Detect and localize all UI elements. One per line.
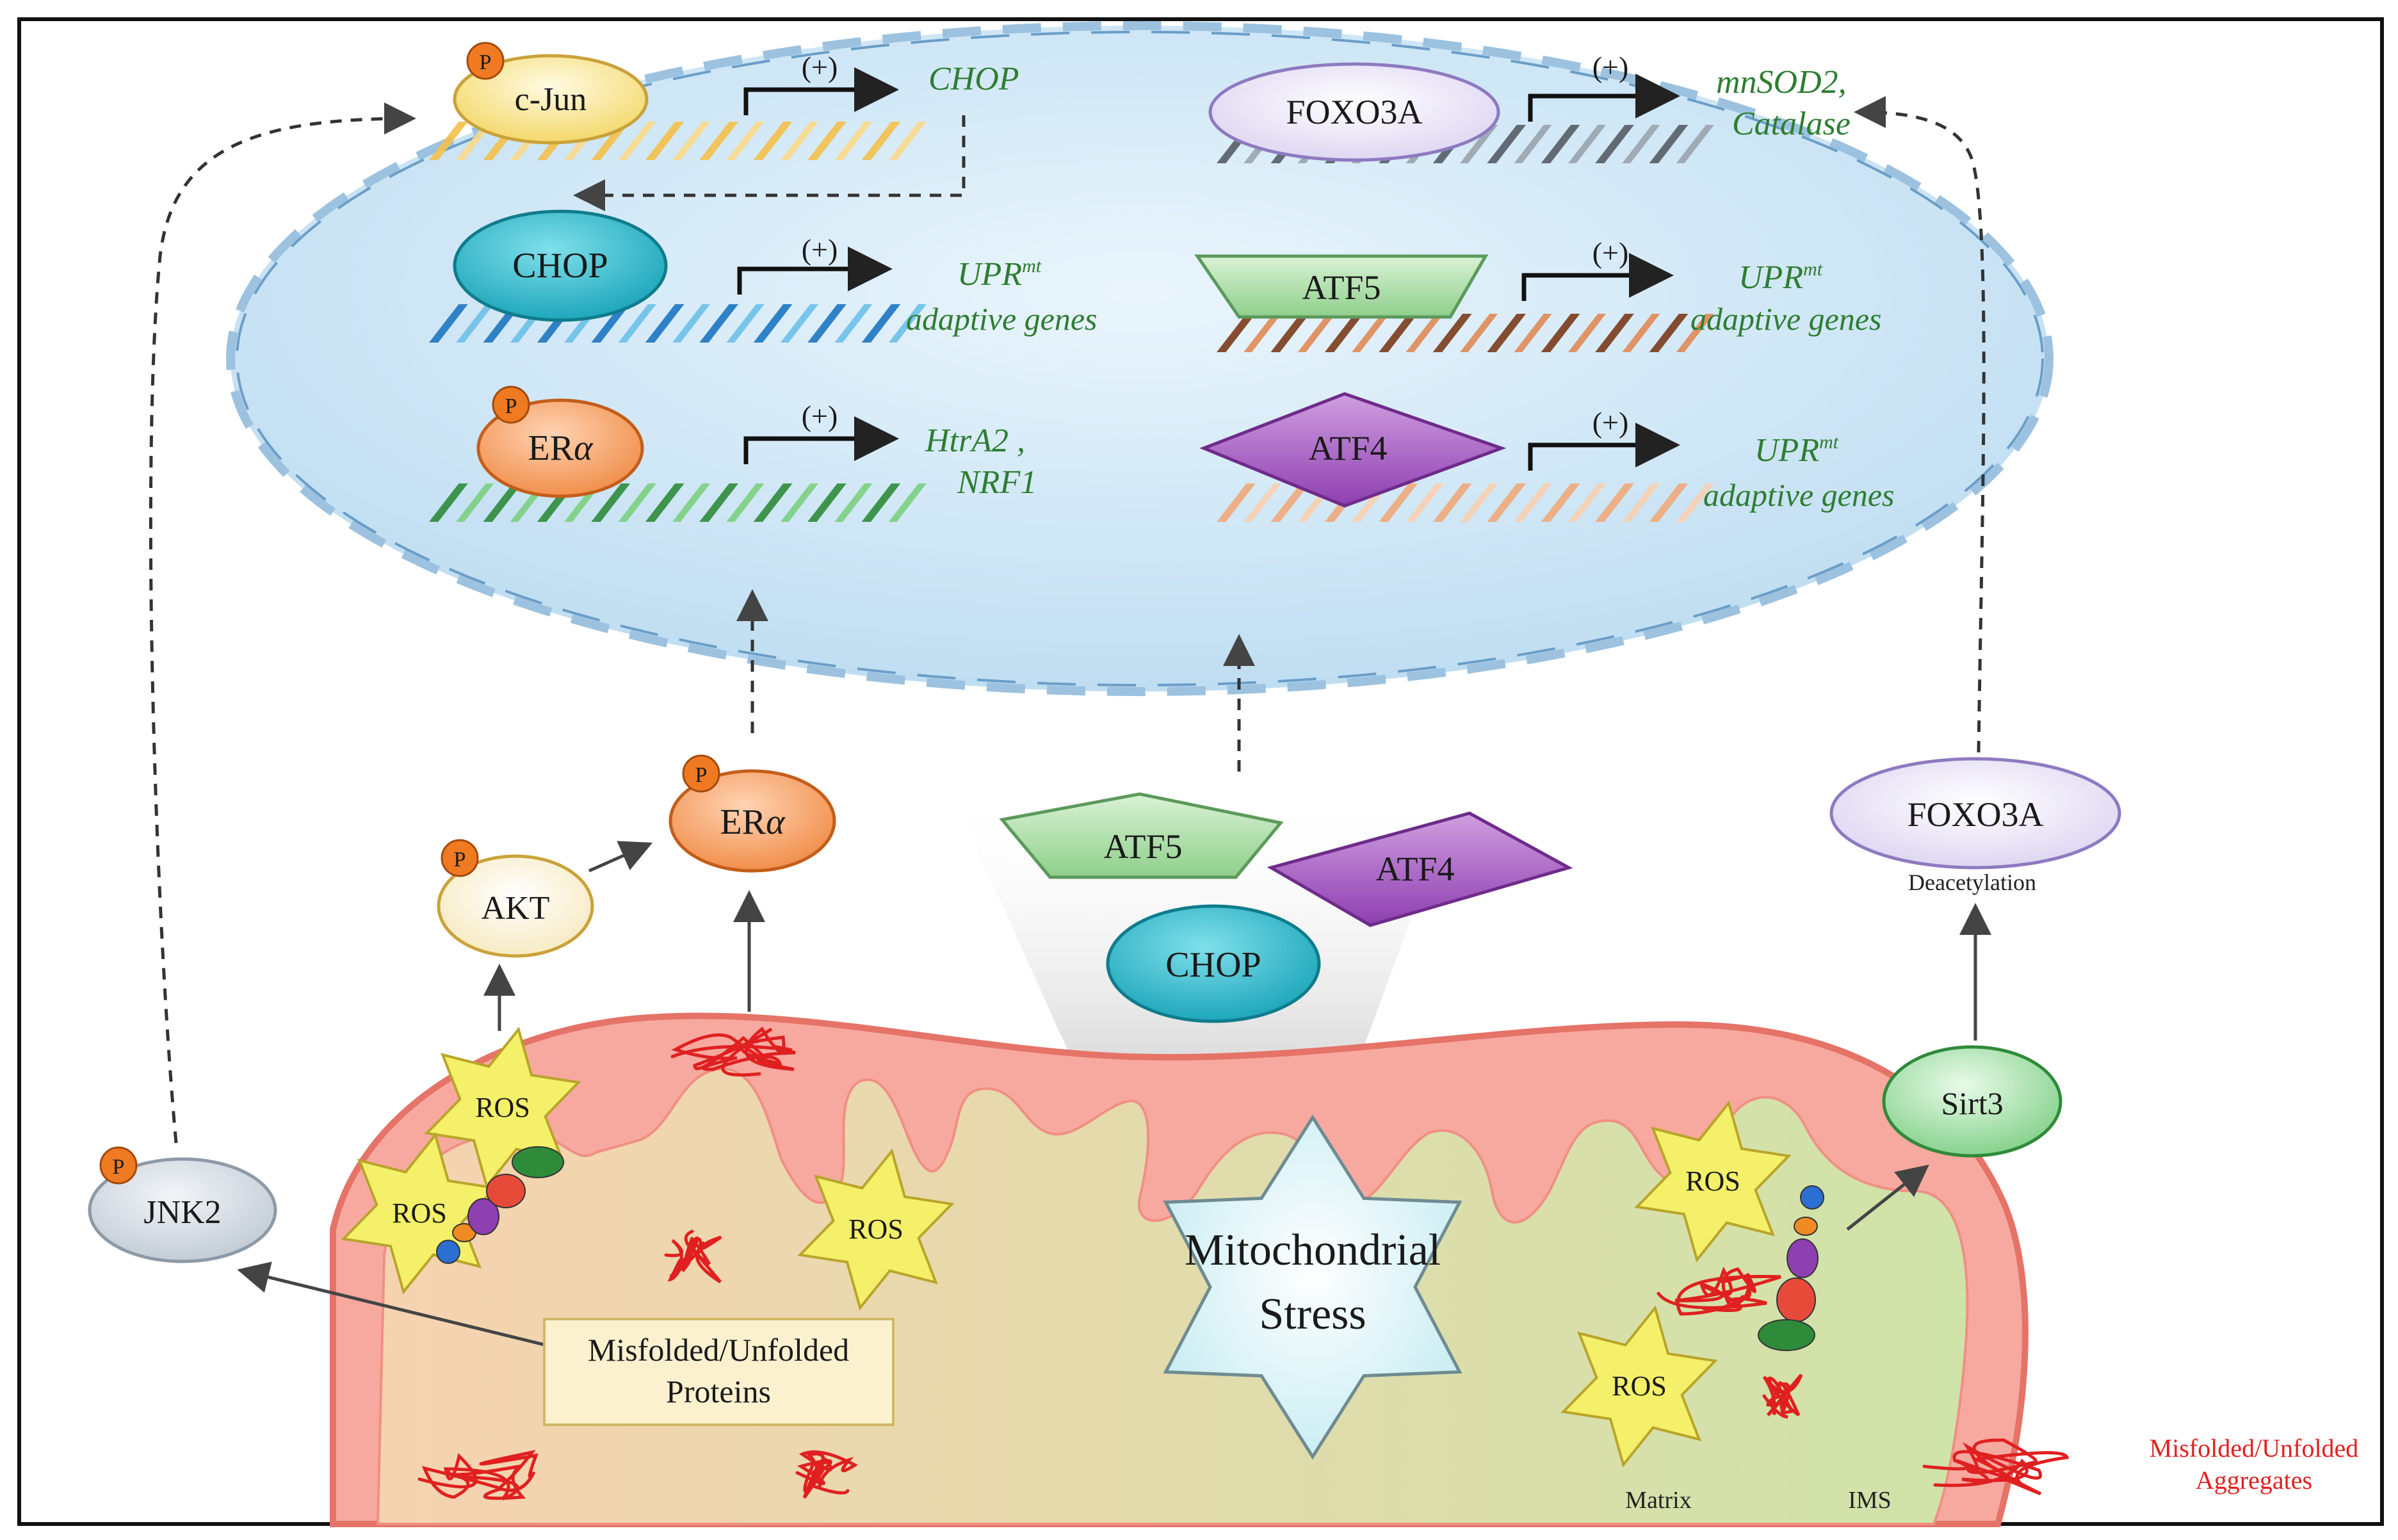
nuclear-era: ERα P: [476, 385, 644, 498]
gene-htra2: HtrA2 ,: [925, 423, 1025, 459]
plus-label: (+): [1592, 51, 1629, 83]
dna-helix: [1217, 314, 1714, 352]
dashed-arrows: [149, 96, 1986, 1144]
svg-text:FOXO3A: FOXO3A: [1907, 795, 2043, 834]
phospho-label: P: [505, 394, 517, 418]
aggregate-layer: [417, 1026, 2070, 1501]
etc-complex-left: [436, 1146, 564, 1264]
nuclear-foxo3a: FOXO3A: [1208, 62, 1500, 162]
plus-label: (+): [1592, 406, 1629, 439]
plus-label: (+): [802, 233, 838, 266]
svg-text:JNK2: JNK2: [143, 1194, 221, 1231]
svg-text:ATF5: ATF5: [1103, 827, 1182, 866]
mitochondrion: [330, 1012, 2029, 1527]
plus-label: (+): [802, 51, 838, 83]
gene-uprmt-3: UPRmt: [1754, 432, 1839, 469]
phospho-label: P: [480, 51, 492, 74]
svg-text:ATF4: ATF4: [1308, 429, 1387, 467]
legend-line2: Aggregates: [2196, 1466, 2312, 1495]
nuclear-chop: CHOP: [453, 209, 668, 322]
nuclear-atf4: ATF4: [1199, 392, 1507, 508]
gene-uprmt-1: UPRmt: [957, 255, 1042, 293]
atf5: ATF5: [999, 792, 1284, 879]
akt: AKT P: [437, 839, 594, 958]
nuclear-atf5: ATF5: [1194, 254, 1489, 319]
svg-text:c-Jun: c-Jun: [515, 81, 587, 118]
ros-label: ROS: [475, 1092, 530, 1123]
ros-label: ROS: [392, 1197, 447, 1229]
etc-complex-right: [1758, 1185, 1824, 1351]
jnk2: JNK2 P: [88, 1146, 277, 1263]
ros-label: ROS: [848, 1213, 903, 1245]
svg-text:ERα: ERα: [528, 428, 594, 468]
deacetylation-label: Deacetylation: [1908, 870, 2036, 895]
svg-text:CHOP: CHOP: [1165, 945, 1261, 985]
aggregate-scribble: [1762, 1374, 1803, 1419]
ros-star: ROS: [797, 1148, 955, 1311]
aggregate-scribble: [670, 1026, 796, 1077]
svg-text:FOXO3A: FOXO3A: [1286, 93, 1422, 131]
gene-mnsod2: mnSOD2,: [1716, 64, 1847, 101]
dna-helix: [429, 483, 927, 522]
aggregate-scribble: [664, 1229, 722, 1284]
legend-line1: Misfolded/Unfolded: [2150, 1434, 2359, 1463]
legend: Misfolded/Unfolded Aggregates: [2150, 1434, 2359, 1495]
ros-star: ROS: [1634, 1100, 1792, 1263]
svg-text:CHOP: CHOP: [512, 246, 608, 286]
svg-text:ERα: ERα: [720, 802, 786, 842]
stress-line1: Mitochondrial: [1185, 1226, 1441, 1275]
plus-label: (+): [802, 400, 838, 432]
gene-adaptive-1: adaptive genes: [906, 301, 1098, 337]
dna-helix: [429, 304, 927, 343]
ims-label: IMS: [1848, 1487, 1892, 1514]
phospho-label: P: [113, 1155, 125, 1179]
svg-text:Misfolded/Unfolded: Misfolded/Unfolded: [588, 1332, 849, 1368]
transcription-arrows: [737, 67, 1680, 471]
svg-text:AKT: AKT: [482, 890, 550, 927]
gene-adaptive-2: adaptive genes: [1690, 301, 1882, 337]
aggregate-scribble: [1922, 1438, 2070, 1496]
gene-labels: CHOP UPRmt adaptive genes HtrA2 , NRF1 m…: [906, 61, 1895, 513]
stress-line2: Stress: [1259, 1290, 1366, 1339]
gene-catalase: Catalase: [1732, 106, 1851, 142]
phospho-label: P: [454, 848, 466, 871]
svg-text:ATF5: ATF5: [1302, 268, 1381, 307]
phospho-label: P: [695, 763, 708, 787]
nuclear-cjun: c-Jun P: [453, 42, 649, 145]
nucleus: [226, 21, 2054, 696]
mito-stress: Mitochondrial Stress: [1163, 1114, 1462, 1460]
aggregate-scribble: [795, 1450, 858, 1499]
matrix-label: Matrix: [1625, 1487, 1691, 1514]
chop: CHOP: [1106, 904, 1321, 1023]
ros-star: ROS: [1560, 1305, 1718, 1468]
aggregate-scribble: [1657, 1266, 1781, 1316]
plus-label: (+): [1592, 236, 1629, 269]
ros-label: ROS: [1612, 1370, 1667, 1402]
era: ERα P: [668, 754, 836, 873]
sirt3: Sirt3: [1882, 1045, 2062, 1158]
gene-adaptive-3: adaptive genes: [1703, 477, 1895, 513]
svg-text:Sirt3: Sirt3: [1941, 1085, 2003, 1121]
atf4: ATF4: [1267, 811, 1573, 927]
solid-arrows: [237, 841, 1991, 1347]
misfolded-box: Misfolded/Unfolded Proteins: [543, 1318, 895, 1426]
svg-text:Proteins: Proteins: [666, 1374, 771, 1409]
ros-label: ROS: [1685, 1165, 1740, 1197]
etc-layer: [436, 1146, 1824, 1351]
gene-uprmt-2: UPRmt: [1738, 259, 1823, 296]
gene-chop: CHOP: [928, 61, 1019, 97]
aggregate-scribble: [417, 1450, 539, 1501]
svg-text:ATF4: ATF4: [1375, 850, 1454, 888]
gene-nrf1: NRF1: [957, 464, 1037, 501]
plus-labels: (+) (+) (+) (+) (+) (+): [802, 51, 1629, 439]
foxo3a: FOXO3A Deacetylation: [1829, 757, 2121, 895]
